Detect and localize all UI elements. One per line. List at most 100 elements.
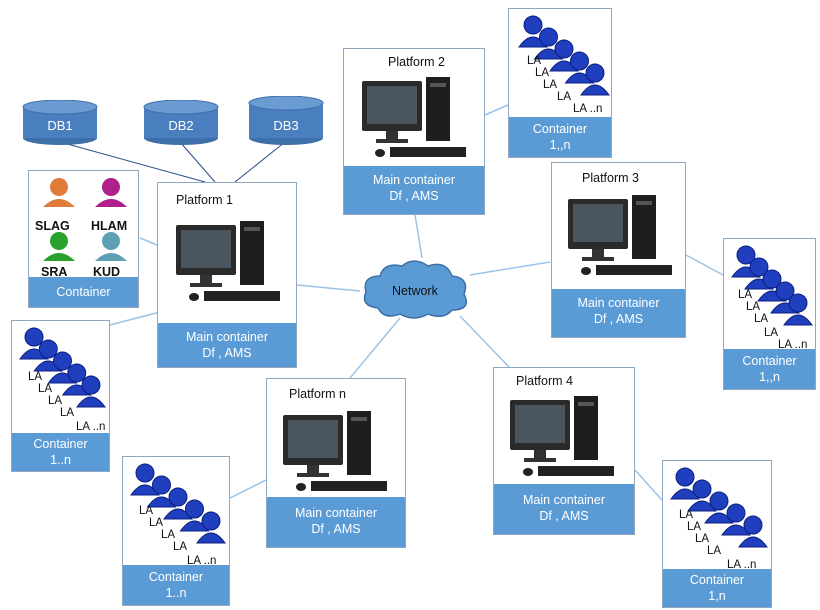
caption-line-2: Df , AMS: [202, 346, 252, 360]
local-agent-person-icon: [783, 293, 813, 326]
agent-label: LA: [707, 545, 722, 557]
agent-label: LA: [557, 91, 572, 103]
platform-3: Platform 3 Main container Df , AMS: [551, 162, 686, 338]
caption-line-2: Df , AMS: [389, 189, 439, 203]
platform-title: Platform 4: [516, 374, 573, 388]
db-label: DB2: [168, 118, 194, 133]
caption-line-2: 1..n: [50, 453, 71, 467]
agent-label: LA: [738, 289, 753, 301]
caption-line-1: Container: [33, 437, 88, 451]
agent-label-slag: SLAG: [35, 219, 70, 233]
database-icon: [248, 95, 324, 145]
agent-label: LA: [543, 79, 558, 91]
computer-icon: [568, 195, 672, 275]
caption-line-2: 1,,n: [759, 370, 780, 384]
agent-label-hlam: HLAM: [91, 219, 128, 233]
database-db2: DB2: [143, 99, 219, 146]
platform-1: Platform 1 Main container Df , AMS: [157, 182, 297, 368]
system-agents-icons: [43, 178, 127, 261]
container-caption: Container 1,,n: [509, 117, 611, 157]
local-agent-person-icon: [76, 375, 106, 408]
agent-label: LA: [764, 327, 779, 339]
platform-title: Platform n: [289, 387, 346, 401]
caption-line-1: Main container: [373, 173, 455, 187]
local-agent-person-icon: [196, 511, 226, 544]
local-agents-icon: [670, 467, 768, 548]
system-agents-container: SLAG HLAM SRA KUD Container: [28, 170, 139, 308]
computer-icon: [283, 411, 387, 491]
caption-line-2: 1,n: [708, 589, 726, 603]
caption-line-1: Main container: [577, 296, 660, 310]
agent-label: LA: [161, 529, 176, 541]
caption-line-2: 1..n: [165, 586, 187, 600]
local-agent-person-icon: [33, 339, 64, 372]
agent-label: LA: [139, 505, 154, 517]
agent-label: LA: [48, 395, 63, 407]
platform-caption: Main container Df , AMS: [267, 497, 405, 547]
platform-n: Platform n Main container Df , AMS: [266, 378, 406, 548]
caption-line-1: Main container: [523, 493, 605, 507]
local-agent-person-icon: [163, 487, 193, 520]
agent-label: LA ..n: [727, 559, 757, 571]
agent-label: LA: [695, 533, 710, 545]
agent-label: LA: [38, 383, 53, 395]
caption-line-1: Container: [532, 122, 588, 136]
agent-label: LA: [754, 313, 769, 325]
platform-caption: Main container Df , AMS: [552, 289, 685, 337]
agent-label: LA: [173, 541, 188, 553]
caption-line-1: Main container: [295, 506, 377, 520]
caption-line-2: Df , AMS: [593, 312, 644, 326]
database-icon: [22, 99, 98, 145]
agent-container-platform-4: LA LA LA LA LA ..n Container 1,n: [662, 460, 772, 608]
caption-line-2: Df , AMS: [311, 522, 361, 536]
local-agent-person-icon: [670, 467, 700, 500]
local-agents-icon: [19, 327, 106, 408]
network-label: Network: [392, 284, 438, 298]
database-icon: [143, 99, 219, 145]
agent-label-sra: SRA: [41, 265, 68, 279]
db-label: DB3: [273, 118, 299, 133]
local-agent-person-icon: [19, 327, 49, 360]
container-caption: Container 1..n: [12, 433, 109, 471]
agent-label: LA: [687, 521, 702, 533]
agent-label: LA ..n: [778, 339, 808, 351]
network-cloud: Network: [358, 256, 474, 322]
caption-line-2: Df , AMS: [539, 509, 589, 523]
agent-label-kud: KUD: [93, 265, 121, 279]
local-agents-icon: [731, 245, 813, 326]
platform-title: Platform 1: [176, 193, 233, 207]
platform-2: Platform 2 Main container Df , AMS: [343, 48, 485, 215]
caption-line-1: Main container: [186, 330, 268, 344]
agent-label: LA: [679, 509, 694, 521]
local-agents-icon: [130, 463, 226, 544]
local-agent-person-icon: [518, 15, 548, 48]
db-label: DB1: [47, 118, 73, 133]
database-db1: DB1: [22, 99, 98, 146]
agent-label: LA: [60, 407, 75, 419]
platform-caption: Main container Df , AMS: [158, 323, 296, 367]
local-agent-person-icon: [687, 479, 717, 512]
agent-label: LA ..n: [573, 103, 603, 115]
computer-icon: [510, 396, 614, 476]
platform-title: Platform 3: [582, 171, 639, 185]
computer-icon: [362, 77, 466, 157]
agent-label: LA: [149, 517, 164, 529]
container-caption: Container 1,n: [663, 569, 771, 607]
caption-line-1: Container: [742, 354, 797, 368]
caption-line-2: 1,,n: [549, 138, 571, 152]
agent-label: LA: [527, 55, 542, 67]
cloud-icon: [363, 260, 467, 319]
container-caption: Container 1,,n: [724, 349, 815, 389]
agent-label: LA: [746, 301, 761, 313]
caption-line-1: Container: [689, 573, 745, 587]
computer-icon: [176, 221, 280, 301]
local-agents-icon: [518, 15, 610, 96]
local-agent-person-icon: [130, 463, 160, 496]
platform-title: Platform 2: [388, 55, 445, 69]
platform-caption: Main container Df , AMS: [494, 484, 634, 534]
